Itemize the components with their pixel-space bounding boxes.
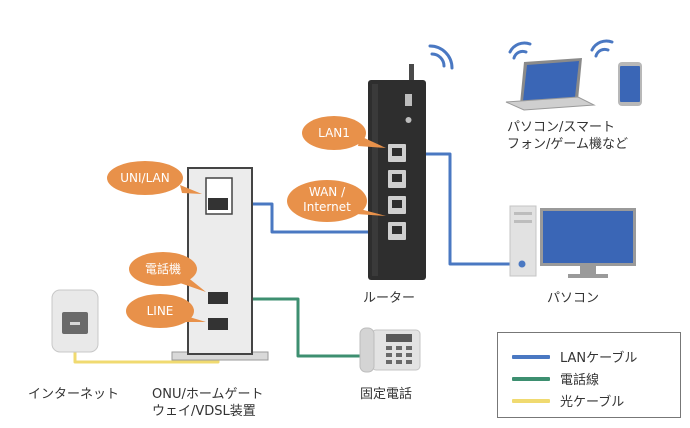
bubble-label-line: LINE [147,304,174,318]
legend-label-fiber: 光ケーブル [560,395,625,410]
wifi-icon [428,39,614,70]
laptop-icon [505,58,596,111]
bubble-label-internet: Internet [303,200,351,214]
caption-phone: 固定電話 [360,387,413,402]
bubble-label-wan: WAN / [309,185,346,199]
desktop-pc-icon [509,205,636,278]
legend-swatch-tel [512,376,550,381]
caption-wall-outlet: インターネット [28,387,120,402]
bubble-label-uni-lan: UNI/LAN [120,171,170,185]
bubble-line: LINE [126,294,206,328]
caption-wireless-line2: フォン/ゲーム機など [507,137,628,152]
legend-label-lan: LANケーブル [560,351,638,366]
legend-label-tel: 電話線 [560,373,600,388]
legend-item-tel: 電話線 [512,369,599,388]
legend-swatch-lan [512,354,550,359]
tel-cable [230,297,360,358]
legend-swatch-fiber [512,398,550,403]
bubble-label-lan1: LAN1 [318,126,350,140]
bubble-uni-lan: UNI/LAN [107,161,202,195]
legend-item-fiber: 光ケーブル [512,391,624,410]
router-icon [368,64,426,280]
caption-wireless-line1: パソコン/スマート [507,120,615,135]
lan-cable-router-pc [406,152,522,266]
bubble-label-tel-device: 電話機 [145,261,181,276]
bubble-tel-device: 電話機 [129,252,206,292]
cable-legend: LANケーブル 電話線 光ケーブル [497,332,681,418]
smartphone-icon [618,62,642,106]
caption-onu-line2: ウェイ/VDSL装置 [152,404,256,419]
bubble-lan1: LAN1 [302,116,386,150]
legend-item-lan: LANケーブル [512,347,637,366]
optical-outlet-icon [51,289,99,353]
bubble-wan-internet: WAN / Internet [287,180,386,222]
caption-pc: パソコン [547,291,600,306]
telephone-icon [359,327,421,373]
caption-router: ルーター [363,291,416,306]
caption-onu-line1: ONU/ホームゲート [152,387,264,402]
